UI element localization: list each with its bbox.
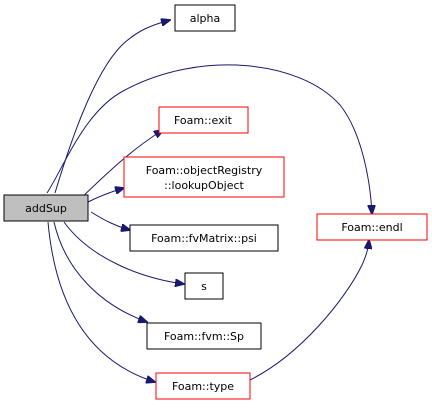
edge-type-endl — [249, 240, 369, 381]
node-lookupObject-label-line1: Foam::objectRegistry — [146, 164, 263, 177]
node-exit[interactable]: Foam::exit — [158, 106, 249, 134]
node-s[interactable]: s — [184, 272, 224, 300]
edge-addSup-alpha — [54, 20, 170, 194]
node-alpha[interactable]: alpha — [174, 4, 236, 32]
node-psi-label: Foam::fvMatrix::psi — [151, 232, 257, 245]
node-type-label: Foam::type — [172, 380, 234, 393]
edge-addSup-psi — [90, 211, 130, 230]
node-alpha-label: alpha — [190, 12, 221, 25]
node-addSup-label: addSup — [25, 202, 67, 215]
edge-addSup-endl — [46, 64, 372, 214]
node-endl-label: Foam::endl — [341, 221, 402, 234]
node-addSup[interactable]: addSup — [3, 194, 89, 222]
node-sp-label: Foam::fvm::Sp — [164, 330, 244, 343]
node-type[interactable]: Foam::type — [155, 372, 251, 400]
edge-addSup-sp — [53, 221, 147, 322]
node-lookupObject-label-line2: ::lookupObject — [164, 179, 244, 192]
node-sp[interactable]: Foam::fvm::Sp — [146, 322, 262, 350]
edges — [46, 20, 372, 382]
edge-addSup-s — [63, 221, 184, 284]
node-psi[interactable]: Foam::fvMatrix::psi — [129, 224, 279, 252]
node-endl[interactable]: Foam::endl — [316, 213, 428, 241]
node-exit-label: Foam::exit — [174, 114, 233, 127]
edge-addSup-type — [47, 221, 155, 382]
node-s-label: s — [201, 280, 207, 293]
node-lookupObject[interactable]: Foam::objectRegistry ::lookupObject — [123, 156, 285, 198]
edge-addSup-exit — [77, 130, 163, 202]
edge-addSup-lookup — [87, 188, 124, 203]
